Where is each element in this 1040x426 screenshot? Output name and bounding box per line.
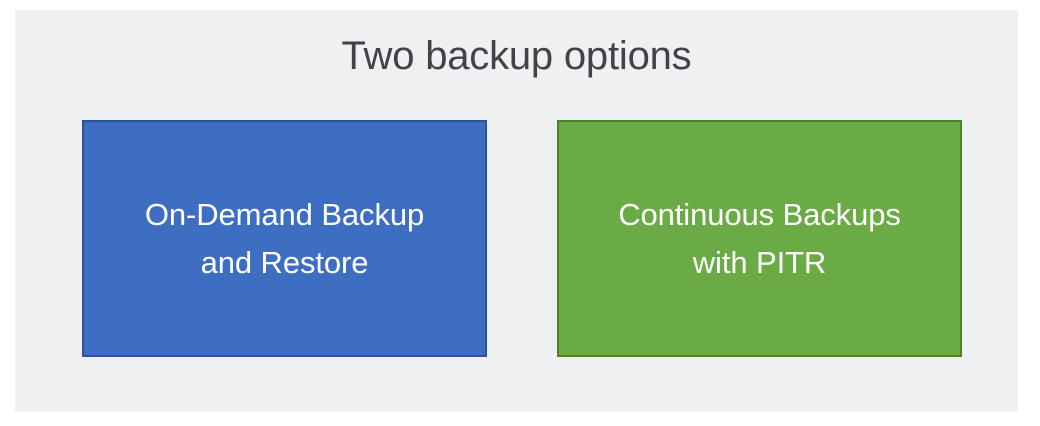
- option-box-on-demand-label: On-Demand Backup and Restore: [144, 196, 425, 280]
- option-box-on-demand[interactable]: On-Demand Backup and Restore: [82, 120, 487, 357]
- option-box-continuous[interactable]: Continuous Backups with PITR: [557, 120, 962, 357]
- slide-canvas: Two backup options On-Demand Backup and …: [15, 10, 1018, 412]
- option-box-continuous-label: Continuous Backups with PITR: [618, 196, 901, 280]
- page-title: Two backup options: [341, 34, 692, 78]
